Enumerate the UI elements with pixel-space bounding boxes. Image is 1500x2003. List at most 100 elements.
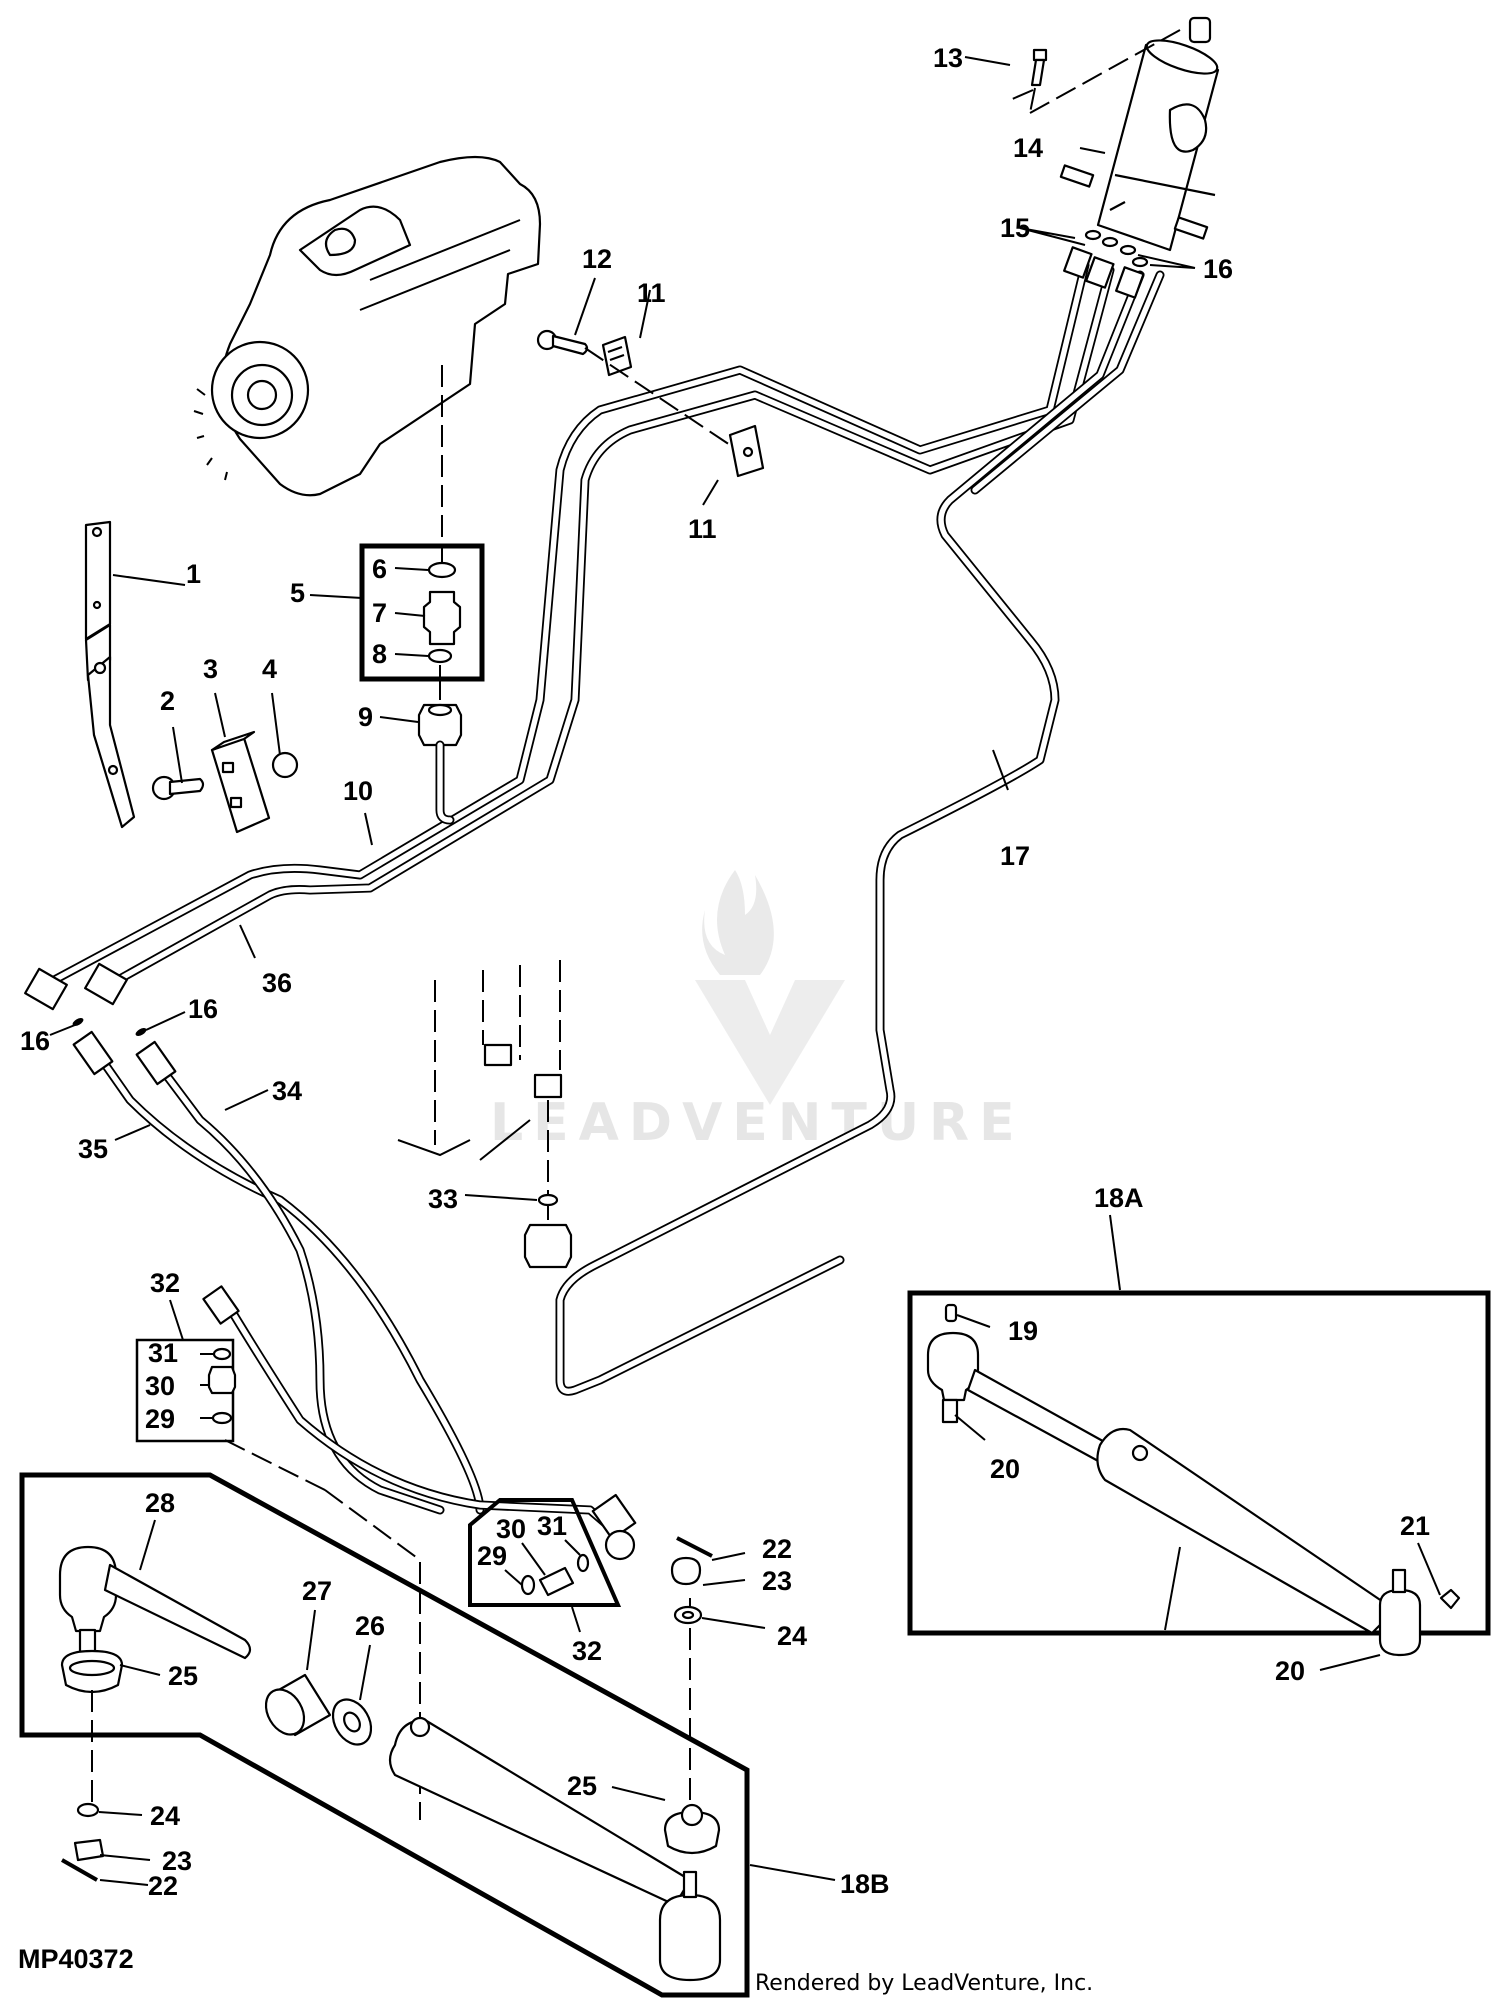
callout-21[interactable]: 21 xyxy=(1400,1511,1430,1541)
callout-31-lower[interactable]: 31 xyxy=(537,1511,567,1541)
leader-lines xyxy=(49,56,1441,1886)
part-8-o-ring xyxy=(427,648,453,664)
callout-23-right[interactable]: 23 xyxy=(762,1566,792,1596)
part-13-bolt[interactable] xyxy=(1030,48,1048,87)
callout-32-lower[interactable]: 32 xyxy=(572,1636,602,1666)
callout-5[interactable]: 5 xyxy=(290,578,305,608)
part-12-bolt[interactable] xyxy=(536,329,589,356)
watermark: LEADVENTURE xyxy=(490,870,1025,1153)
part-24-washer-left[interactable] xyxy=(76,1802,100,1818)
part-16-o-ring-left[interactable] xyxy=(71,1016,84,1027)
part-29-o-ring xyxy=(211,1411,233,1425)
tube-end-fittings xyxy=(24,962,128,1011)
callout-30-lower[interactable]: 30 xyxy=(496,1514,526,1544)
callout-3[interactable]: 3 xyxy=(203,654,218,684)
part-2-bolt[interactable] xyxy=(151,775,205,801)
part-28-tie-rod-end xyxy=(58,1545,118,1633)
watermark-v-icon xyxy=(695,980,845,1105)
part-23-nut-left[interactable] xyxy=(73,1838,105,1862)
callout-4[interactable]: 4 xyxy=(262,654,277,684)
callout-22-left[interactable]: 22 xyxy=(148,1871,178,1901)
steering-pump[interactable] xyxy=(193,155,542,497)
part-25-boot-right xyxy=(663,1810,721,1855)
callout-24-left[interactable]: 24 xyxy=(150,1801,180,1831)
part-22-cotter-pin-right[interactable] xyxy=(676,1536,713,1558)
callout-16-valve[interactable]: 16 xyxy=(1203,254,1233,284)
callout-6[interactable]: 6 xyxy=(372,554,387,584)
part-5-fitting-kit[interactable] xyxy=(359,543,485,682)
callout-35[interactable]: 35 xyxy=(78,1134,108,1164)
callout-29-lower[interactable]: 29 xyxy=(477,1541,507,1571)
callout-30-upper[interactable]: 30 xyxy=(145,1371,175,1401)
part-33-o-ring[interactable] xyxy=(537,1193,559,1207)
callout-24-right[interactable]: 24 xyxy=(777,1621,807,1651)
callout-28[interactable]: 28 xyxy=(145,1488,175,1518)
part-31-o-ring xyxy=(576,1553,590,1573)
callout-16-left[interactable]: 16 xyxy=(20,1026,50,1056)
tube-10 xyxy=(40,260,1090,990)
part-30-fitting xyxy=(538,1566,575,1597)
part-31-o-ring xyxy=(212,1347,232,1361)
part-32-fitting-kit-lower[interactable] xyxy=(468,1498,622,1607)
part-9-nut[interactable] xyxy=(417,703,463,747)
watermark-text: LEADVENTURE xyxy=(490,1093,1025,1153)
part-14-steering-valve[interactable] xyxy=(1059,16,1221,252)
callout-34[interactable]: 34 xyxy=(272,1076,302,1106)
part-24-washer-right[interactable] xyxy=(673,1605,703,1625)
part-23-nut-right[interactable] xyxy=(670,1556,702,1586)
render-credit: Rendered by LeadVenture, Inc. xyxy=(755,1971,1093,1996)
part-7-fitting xyxy=(422,590,462,646)
part-21-fitting xyxy=(1439,1588,1461,1610)
part-3-clamp[interactable] xyxy=(210,730,271,834)
callout-9[interactable]: 9 xyxy=(358,702,373,732)
part-30-fitting xyxy=(207,1365,237,1395)
callout-12[interactable]: 12 xyxy=(582,244,612,274)
callout-18b[interactable]: 18B xyxy=(840,1869,890,1899)
callout-19[interactable]: 19 xyxy=(1008,1316,1038,1346)
part-1-bracket[interactable] xyxy=(84,520,136,829)
part-4-nut[interactable] xyxy=(271,751,299,779)
part-22-cotter-pin-left[interactable] xyxy=(61,1858,98,1882)
callout-11-upper[interactable]: 11 xyxy=(637,278,666,308)
callout-29-upper[interactable]: 29 xyxy=(145,1404,175,1434)
callout-20-right[interactable]: 20 xyxy=(1275,1656,1305,1686)
steering-tubes xyxy=(40,260,1165,1396)
callout-25-right[interactable]: 25 xyxy=(567,1771,597,1801)
figure-id: MP40372 xyxy=(18,1944,134,1974)
callout-20-left[interactable]: 20 xyxy=(990,1454,1020,1484)
assembly-line xyxy=(1009,29,1181,114)
callout-15[interactable]: 15 xyxy=(1000,213,1030,243)
callout-10[interactable]: 10 xyxy=(343,776,373,806)
callout-31-upper[interactable]: 31 xyxy=(148,1338,178,1368)
callout-23-left[interactable]: 23 xyxy=(162,1846,192,1876)
callout-16-right[interactable]: 16 xyxy=(188,994,218,1024)
valve-fittings xyxy=(1063,229,1149,299)
part-20-rod-end-right xyxy=(1378,1588,1422,1657)
part-29-o-ring xyxy=(520,1574,536,1596)
callout-2[interactable]: 2 xyxy=(160,686,175,716)
callout-32-upper[interactable]: 32 xyxy=(150,1268,180,1298)
part-6-o-ring xyxy=(427,561,457,579)
part-11-clamp-lower[interactable] xyxy=(728,424,765,478)
callout-36[interactable]: 36 xyxy=(262,968,292,998)
part-16-o-ring-right[interactable] xyxy=(134,1026,147,1037)
part-32-fitting-kit-upper[interactable] xyxy=(135,1338,237,1443)
callout-14[interactable]: 14 xyxy=(1013,133,1043,163)
callout-8[interactable]: 8 xyxy=(372,639,387,669)
tube-17-end-nut[interactable] xyxy=(523,1223,573,1269)
callout-11-lower[interactable]: 11 xyxy=(688,514,717,544)
callout-33[interactable]: 33 xyxy=(428,1184,458,1214)
callout-17[interactable]: 17 xyxy=(1000,841,1030,871)
callout-13[interactable]: 13 xyxy=(933,43,963,73)
callout-26[interactable]: 26 xyxy=(355,1611,385,1641)
callout-22-right[interactable]: 22 xyxy=(762,1534,792,1564)
lower-valve-ports xyxy=(397,960,563,1161)
part-18b-cylinder-assembly-box[interactable] xyxy=(19,1472,750,1998)
callout-25-left[interactable]: 25 xyxy=(168,1661,198,1691)
part-18a-cylinder-assembly-box[interactable] xyxy=(907,1290,1491,1657)
callout-7[interactable]: 7 xyxy=(372,598,387,628)
callout-18a[interactable]: 18A xyxy=(1094,1183,1144,1213)
callout-1[interactable]: 1 xyxy=(186,559,201,589)
callout-27[interactable]: 27 xyxy=(302,1576,332,1606)
